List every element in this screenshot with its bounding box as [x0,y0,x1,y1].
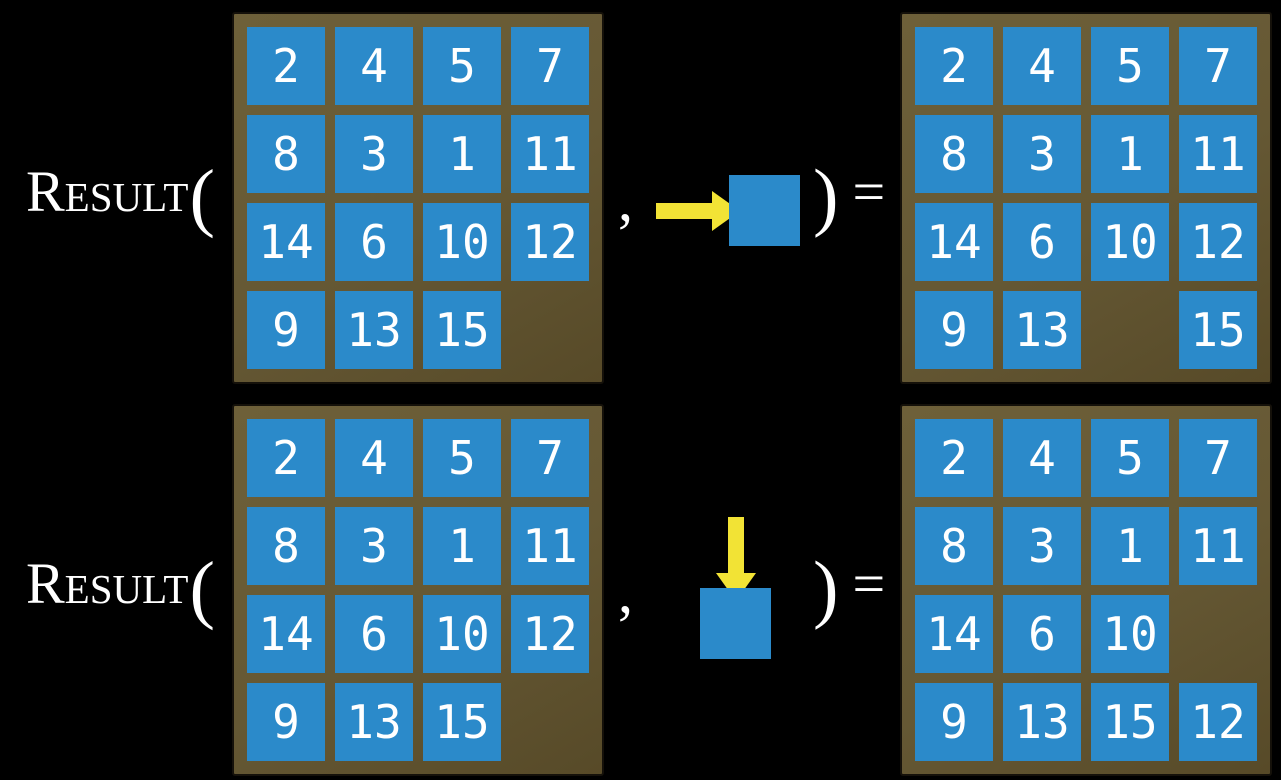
puzzle-tile: 11 [1179,115,1257,193]
open-paren: ( [189,153,215,239]
puzzle-tile: 3 [1003,507,1081,585]
puzzle-tile: 4 [335,27,413,105]
puzzle-tile: 9 [915,291,993,369]
empty-cell [511,683,589,761]
puzzle-tile: 3 [1003,115,1081,193]
puzzle-tile: 12 [1179,203,1257,281]
puzzle-tile: 4 [1003,419,1081,497]
puzzle-tile: 14 [915,203,993,281]
right-arrow-shaft [656,203,714,219]
puzzle-tile: 5 [1091,419,1169,497]
puzzle-tile: 9 [247,683,325,761]
puzzle-tile: 11 [511,115,589,193]
puzzle-tile: 7 [511,419,589,497]
puzzle-tile: 13 [1003,683,1081,761]
puzzle-tile: 2 [915,419,993,497]
puzzle-tile: 2 [247,27,325,105]
puzzle-tile: 1 [1091,115,1169,193]
puzzle-tile: 10 [423,203,501,281]
close-paren: ) [813,153,839,239]
puzzle-tile: 15 [1091,683,1169,761]
function-name-text: Result [26,551,189,616]
close-paren-equals: )= [813,158,885,235]
puzzle-tile: 11 [1179,507,1257,585]
empty-cell [1179,595,1257,673]
puzzle-tile: 14 [247,203,325,281]
puzzle-tile: 10 [423,595,501,673]
puzzle-tile: 8 [915,115,993,193]
equals-sign: = [852,159,886,224]
puzzle-tile: 4 [335,419,413,497]
argument-comma: , [618,559,633,625]
puzzle-tile: 14 [915,595,993,673]
puzzle-tile: 2 [915,27,993,105]
puzzle-tile: 8 [247,507,325,585]
puzzle-tile: 14 [247,595,325,673]
puzzle-tile: 6 [1003,203,1081,281]
puzzle-tile: 9 [247,291,325,369]
puzzle-tile: 7 [1179,27,1257,105]
puzzle-tile: 3 [335,507,413,585]
puzzle-tile: 12 [511,595,589,673]
function-name-text: Result [26,159,189,224]
puzzle-tile: 6 [335,595,413,673]
puzzle-tile: 1 [423,507,501,585]
puzzle-tile: 8 [247,115,325,193]
puzzle-tile: 6 [335,203,413,281]
puzzle-tile: 10 [1091,595,1169,673]
puzzle-tile: 5 [423,27,501,105]
puzzle-tile: 2 [247,419,325,497]
down-arrow-shaft [728,517,744,575]
puzzle-tile: 5 [423,419,501,497]
puzzle-tile: 10 [1091,203,1169,281]
puzzle-tile: 7 [511,27,589,105]
puzzle-tile: 15 [1179,291,1257,369]
close-paren-equals: )= [813,550,885,627]
result-function-label: Result( [26,158,215,235]
move-tile [700,588,771,659]
equals-sign: = [852,551,886,616]
argument-comma: , [618,167,633,233]
empty-cell [511,291,589,369]
move-tile [729,175,800,246]
puzzle-tile: 12 [511,203,589,281]
open-paren: ( [189,545,215,631]
puzzle-tile: 13 [335,291,413,369]
puzzle-tile: 15 [423,683,501,761]
puzzle-tile: 6 [1003,595,1081,673]
empty-cell [1091,291,1169,369]
puzzle-tile: 9 [915,683,993,761]
puzzle-tile: 8 [915,507,993,585]
puzzle-tile: 4 [1003,27,1081,105]
puzzle-tile: 1 [1091,507,1169,585]
result-function-label: Result( [26,550,215,627]
puzzle-tile: 5 [1091,27,1169,105]
puzzle-tile: 3 [335,115,413,193]
puzzle-tile: 7 [1179,419,1257,497]
close-paren: ) [813,545,839,631]
puzzle-tile: 1 [423,115,501,193]
puzzle-tile: 15 [423,291,501,369]
puzzle-tile: 11 [511,507,589,585]
puzzle-tile: 13 [335,683,413,761]
puzzle-tile: 12 [1179,683,1257,761]
puzzle-tile: 13 [1003,291,1081,369]
